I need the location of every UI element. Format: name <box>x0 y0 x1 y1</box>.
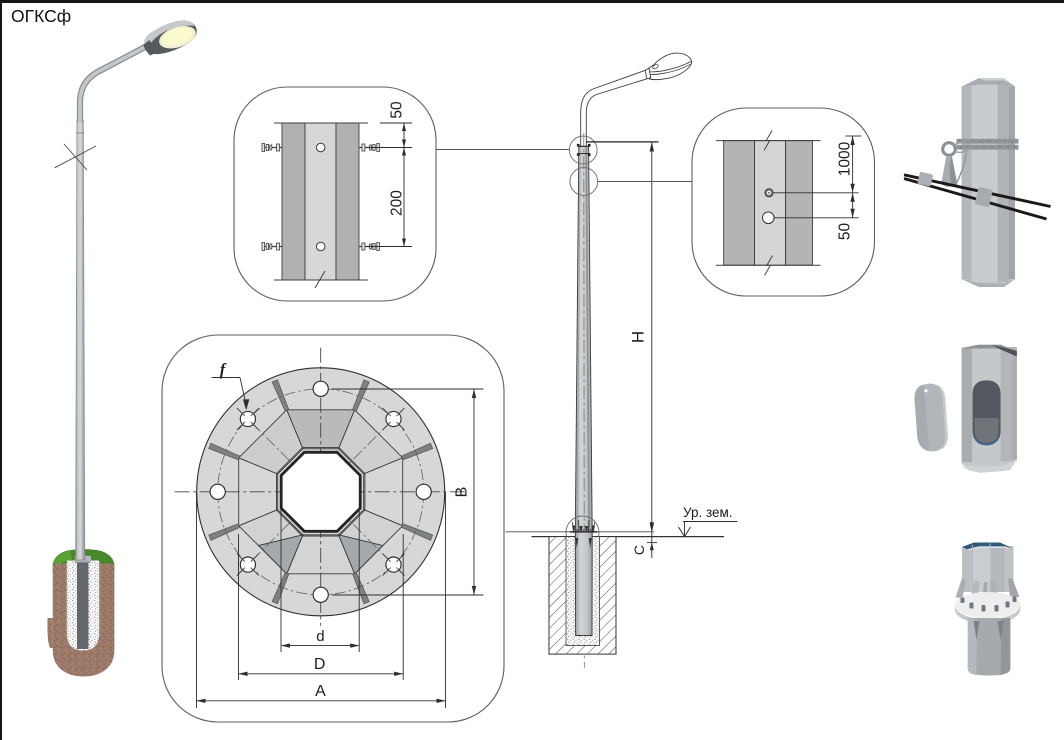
svg-text:H: H <box>629 331 648 343</box>
svg-text:ОГКСф: ОГКСф <box>11 6 71 26</box>
svg-text:B: B <box>454 487 471 498</box>
svg-text:d: d <box>316 628 324 645</box>
svg-text:C: C <box>631 545 647 555</box>
svg-text:50: 50 <box>837 223 854 241</box>
svg-text:A: A <box>315 683 326 700</box>
svg-text:D: D <box>314 656 326 673</box>
svg-text:Ур. зем.: Ур. зем. <box>683 505 733 520</box>
svg-text:200: 200 <box>389 190 406 216</box>
svg-text:f: f <box>220 360 227 379</box>
svg-text:1000: 1000 <box>837 141 854 176</box>
svg-text:50: 50 <box>389 101 406 119</box>
